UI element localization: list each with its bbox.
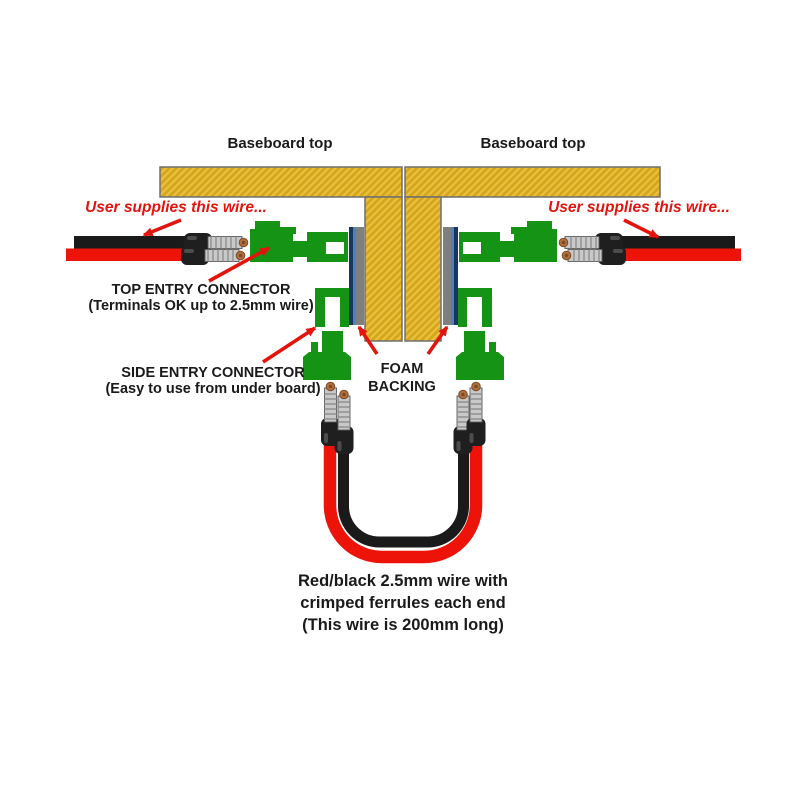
side-entry-connector-right	[456, 288, 504, 380]
user-wire-right-red	[613, 248, 741, 261]
label-line2: BACKING	[368, 379, 436, 395]
arrow-foam-left	[357, 325, 379, 355]
label-text: User supplies this wire...	[85, 199, 267, 216]
pcb-strip-left	[349, 227, 356, 325]
pcb-strip-right	[451, 227, 458, 325]
label-baseboard-top-left: Baseboard top	[227, 136, 332, 152]
arrow-user-wire-left	[142, 218, 182, 237]
label-foam-backing: FOAM BACKING	[368, 360, 436, 396]
label-text: Baseboard top	[227, 135, 333, 152]
label-top-entry-connector: TOP ENTRY CONNECTOR (Terminals OK up to …	[88, 282, 314, 314]
label-jumper-wire: Red/black 2.5mm wire with crimped ferrul…	[298, 570, 508, 636]
foam-backing-right	[443, 227, 451, 325]
label-line1: TOP ENTRY CONNECTOR	[111, 282, 291, 298]
label-line1: Red/black 2.5mm wire with	[298, 572, 508, 590]
label-text: Baseboard top	[480, 135, 586, 152]
arrow-user-wire-right	[623, 218, 660, 239]
baseboard-right-end-panel	[404, 196, 442, 342]
label-user-wire-right: User supplies this wire...	[548, 200, 730, 216]
baseboard-left-top	[159, 166, 403, 198]
label-line2: (Easy to use from under board)	[105, 380, 321, 397]
baseboard-right-top	[404, 166, 661, 198]
label-line2: (Terminals OK up to 2.5mm wire)	[88, 297, 314, 314]
label-line1: SIDE ENTRY CONNECTOR	[121, 365, 305, 381]
label-line2: crimped ferrules each end	[300, 594, 506, 612]
label-user-wire-left: User supplies this wire...	[85, 200, 267, 216]
arrow-top-entry	[208, 246, 271, 283]
label-baseboard-top-right: Baseboard top	[480, 136, 585, 152]
user-wire-right-black	[610, 236, 735, 249]
top-entry-connector-left	[250, 221, 348, 262]
label-line3: (This wire is 200mm long)	[302, 616, 504, 634]
foam-backing-left	[356, 227, 364, 325]
jumper-wire-black	[338, 441, 469, 548]
user-wire-left-red	[66, 248, 195, 261]
user-wire-left-black	[74, 236, 198, 249]
side-entry-connector-left	[303, 288, 351, 380]
arrow-side-entry	[262, 326, 317, 364]
label-text: User supplies this wire...	[548, 199, 730, 216]
jumper-wire-red	[323, 433, 483, 564]
baseboard-left-end-panel	[364, 196, 403, 342]
label-side-entry-connector: SIDE ENTRY CONNECTOR (Easy to use from u…	[105, 365, 321, 397]
label-line1: FOAM	[380, 361, 424, 377]
arrow-foam-right	[426, 325, 449, 356]
top-entry-connector-right	[459, 221, 557, 262]
